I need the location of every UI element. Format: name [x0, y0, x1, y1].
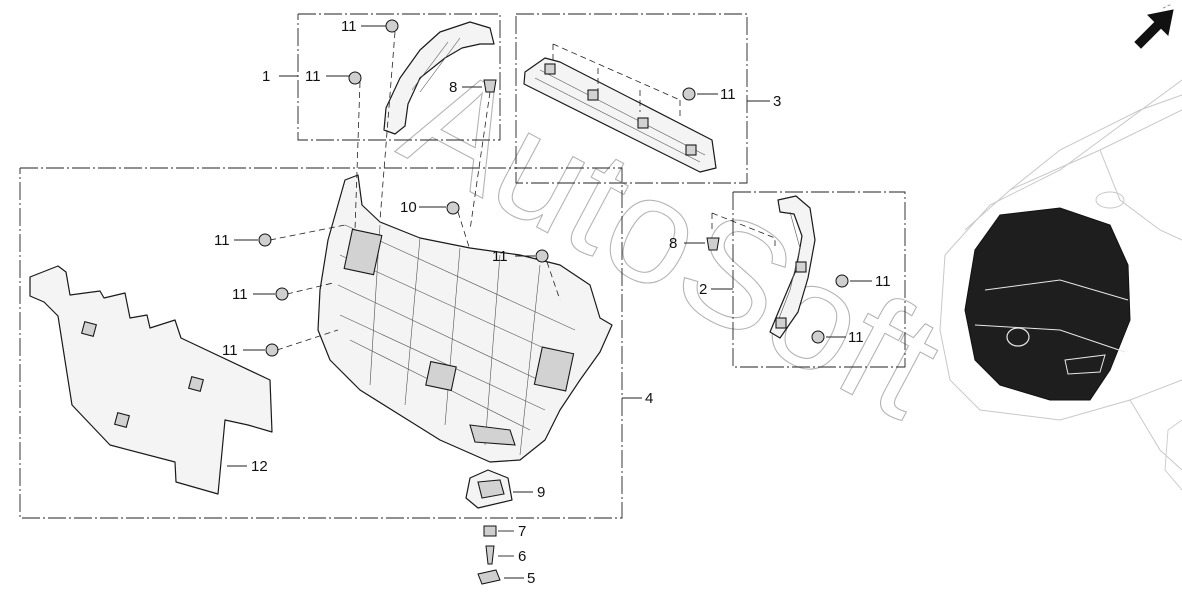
clip-11-d[interactable] [258, 233, 272, 247]
callout-11: 11 [232, 286, 248, 303]
liftgate-trim-panel-part[interactable] [317, 174, 613, 463]
callout-11: 11 [720, 86, 736, 103]
vehicle-locator-illustration [939, 79, 1182, 491]
nut-7[interactable] [483, 525, 497, 537]
callout-2: 2 [699, 281, 707, 298]
callout-12: 12 [251, 458, 268, 475]
liftgate-highlight [964, 207, 1131, 401]
callout-labels: 1 11 11 8 11 3 10 11 11 8 11 2 11 11 11 … [214, 18, 891, 587]
callout-11: 11 [492, 248, 508, 265]
clip-11-g[interactable] [535, 249, 549, 263]
cover-5[interactable] [477, 569, 501, 585]
header-trim-part[interactable] [523, 43, 717, 173]
handle-bracket-part[interactable] [465, 469, 513, 509]
leader-lines [227, 25, 872, 579]
callout-1: 1 [262, 68, 270, 85]
clip-11-h[interactable] [835, 274, 849, 288]
callout-11: 11 [875, 273, 891, 290]
callout-5: 5 [527, 570, 535, 587]
callout-4: 4 [645, 390, 653, 407]
callout-11: 11 [222, 342, 238, 359]
clip-11-i[interactable] [811, 330, 825, 344]
fasteners [258, 19, 849, 585]
clip-11-f[interactable] [265, 343, 279, 357]
insulator-sheet-part[interactable] [29, 265, 273, 495]
clip-11-c[interactable] [682, 87, 696, 101]
callout-9: 9 [537, 484, 545, 501]
callout-11: 11 [305, 68, 321, 85]
callout-11: 11 [848, 329, 864, 346]
callout-10: 10 [400, 199, 417, 216]
callout-8: 8 [449, 79, 457, 96]
pin-8-b[interactable] [706, 237, 720, 251]
clip-11-b[interactable] [348, 71, 362, 85]
clip-11-e[interactable] [275, 287, 289, 301]
callout-6: 6 [518, 548, 526, 565]
group-frame-4 [19, 167, 623, 519]
callout-8: 8 [669, 235, 677, 252]
arrow-up-right-icon [1134, 3, 1174, 49]
pin-8-a[interactable] [483, 79, 497, 93]
callout-7: 7 [518, 523, 526, 540]
upper-pillar-trim-left-part[interactable] [383, 21, 495, 135]
group-frame-3 [515, 13, 748, 184]
side-pillar-trim-right-part[interactable] [711, 195, 816, 339]
callout-11: 11 [214, 232, 230, 249]
screw-6[interactable] [485, 545, 495, 565]
clip-10[interactable] [446, 201, 460, 215]
clip-11-a[interactable] [385, 19, 399, 33]
group-frame-1 [297, 13, 501, 141]
callout-3: 3 [773, 93, 781, 110]
callout-11: 11 [341, 18, 357, 35]
group-frame-2 [732, 191, 906, 368]
